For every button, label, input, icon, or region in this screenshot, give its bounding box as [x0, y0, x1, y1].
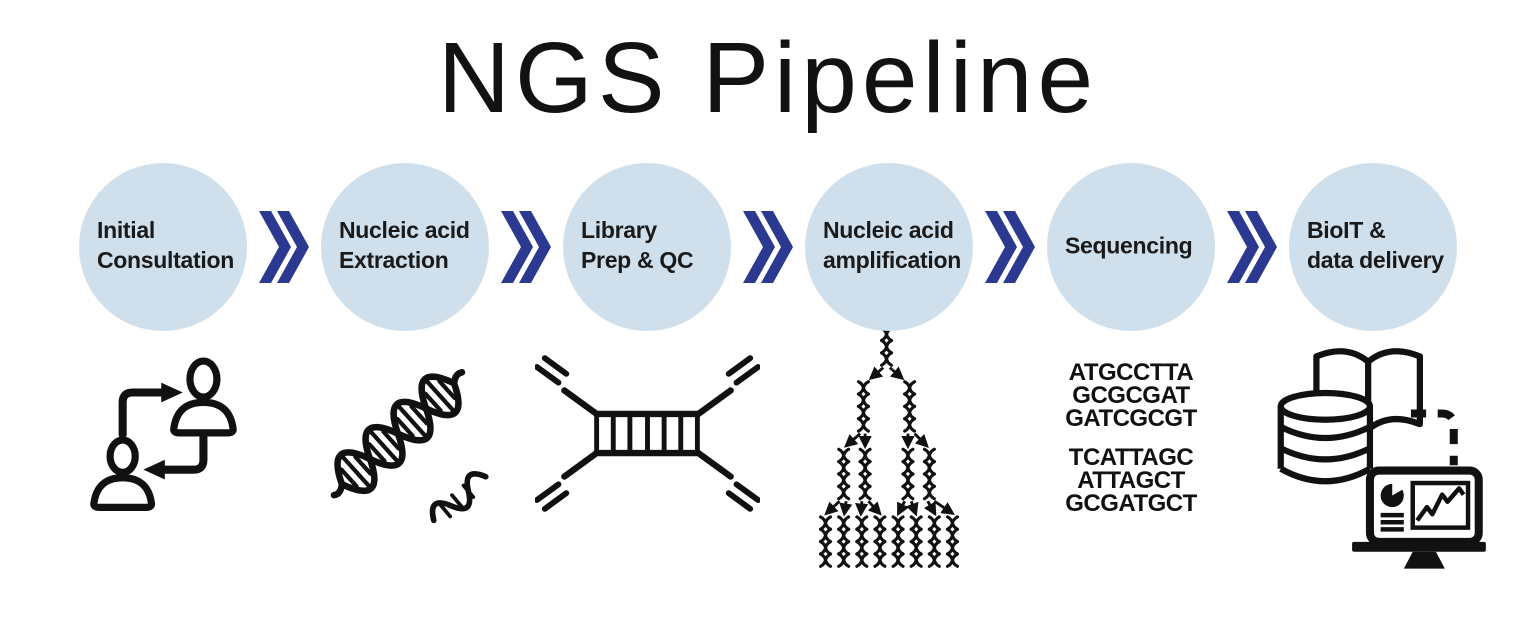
sequence-reads: ATGCCTTA GCGCGAT GATCGCGT TCATTAGC ATTAG… [1065, 359, 1197, 517]
step-nucleic-acid-amplification: Nucleic acid amplification [797, 163, 981, 568]
step-label: Sequencing [1065, 232, 1193, 259]
step-bioit-data-delivery: BioIT & data delivery [1277, 163, 1486, 574]
step-circle: Nucleic acid Extraction [321, 163, 489, 331]
reads-block-bottom: TCATTAGC ATTAGCT GCGATGCT [1065, 444, 1197, 517]
pipeline-row: Initial Consultation [0, 163, 1536, 574]
read-line: ATTAGCT [1077, 467, 1185, 494]
read-line: GCGATGCT [1065, 490, 1197, 517]
step-circle: Library Prep & QC [563, 163, 731, 331]
library-fragment-icon [534, 355, 760, 512]
step-circle: BioIT & data delivery [1289, 163, 1457, 331]
step-label: Library Prep & QC [581, 216, 694, 273]
step-initial-consultation: Initial Consultation [71, 163, 255, 514]
chevron-right-icon [985, 211, 1035, 288]
read-line: ATGCCTTA [1068, 359, 1194, 386]
reads-block-top: ATGCCTTA GCGCGAT GATCGCGT [1065, 359, 1197, 432]
chevron-right-icon [743, 211, 793, 288]
chevron-right-icon [501, 211, 551, 288]
step-circle: Nucleic acid amplification [805, 163, 973, 331]
read-line: TCATTAGC [1068, 444, 1194, 471]
read-line: GCGCGAT [1072, 382, 1190, 409]
step-label: Initial Consultation [97, 216, 234, 273]
step-label: BioIT & data delivery [1307, 216, 1444, 273]
step-circle: Initial Consultation [79, 163, 247, 331]
step-label: Nucleic acid amplification [823, 216, 961, 273]
read-line: GATCGCGT [1065, 405, 1197, 432]
amplification-tree-icon [814, 291, 964, 568]
step-circle: Sequencing [1047, 163, 1215, 331]
step-label: Nucleic acid Extraction [339, 216, 470, 273]
dna-helix-icon [306, 333, 504, 536]
chevron-right-icon [259, 211, 309, 288]
step-nucleic-acid-extraction: Nucleic acid Extraction [313, 163, 497, 536]
page-title: NGS Pipeline [437, 22, 1099, 134]
step-sequencing: Sequencing ATGCCTTA GCGCGAT GATCGCGT TCA… [1039, 163, 1223, 517]
consultation-cycle-icon [76, 341, 251, 514]
chevron-right-icon [1227, 211, 1277, 288]
bioit-data-delivery-icon [1261, 335, 1486, 574]
step-library-prep-qc: Library Prep & QC [534, 163, 760, 512]
